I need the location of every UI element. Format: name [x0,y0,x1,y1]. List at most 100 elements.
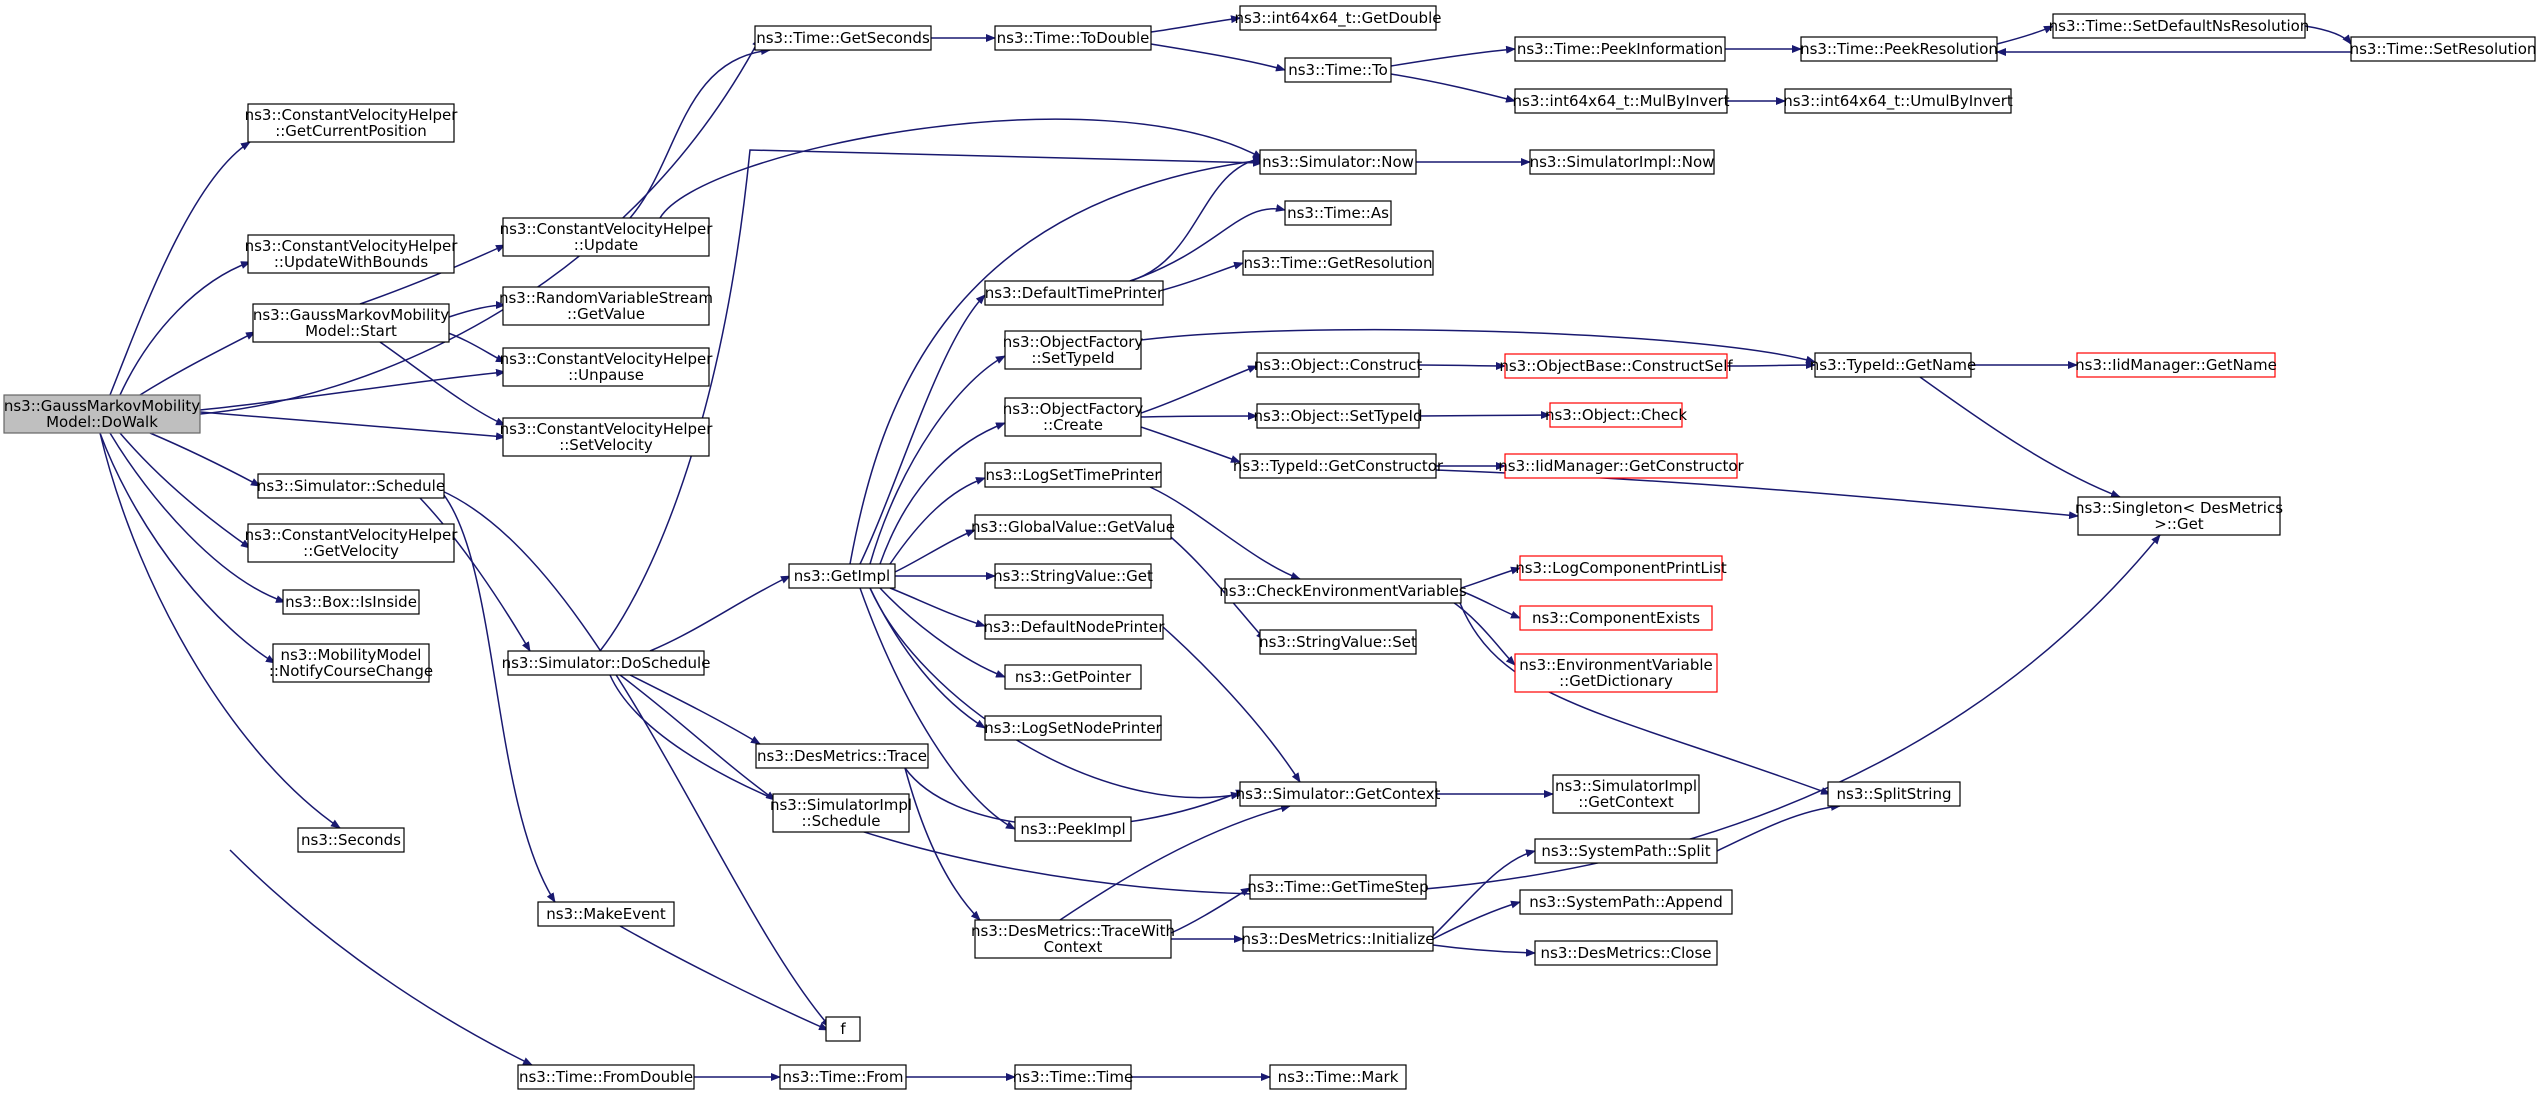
node-box [247,103,455,143]
node-cvh-setvel[interactable]: ns3::ConstantVelocityHelper::SetVelocity [500,417,714,457]
node-label: ::NotifyCourseChange [269,662,433,680]
node-mm-notify[interactable]: ns3::MobilityModel::NotifyCourseChange [269,643,433,683]
node-simimpl-schedule[interactable]: ns3::SimulatorImpl::Schedule [770,793,912,833]
node-sp-append[interactable]: ns3::SystemPath::Append [1519,889,1733,915]
node-box [974,514,1172,540]
node-box [1504,453,1738,479]
node-sim-getcontext[interactable]: ns3::Simulator::GetContext [1236,781,1441,807]
node-time-time[interactable]: ns3::Time::Time [1013,1064,1134,1090]
node-desm-initialize[interactable]: ns3::DesMetrics::Initialize [1242,926,1435,952]
node-seconds[interactable]: ns3::Seconds [297,827,405,853]
node-sim-schedule[interactable]: ns3::Simulator::Schedule [257,473,445,499]
node-env-getdict[interactable]: ns3::EnvironmentVariable::GetDictionary [1514,653,1718,693]
node-getpointer[interactable]: ns3::GetPointer [1004,664,1142,690]
node-time-mark[interactable]: ns3::Time::Mark [1269,1064,1407,1090]
node-time-getresolution[interactable]: ns3::Time::GetResolution [1242,250,1434,276]
node-rvs-getvalue[interactable]: ns3::RandomVariableStream::GetValue [499,286,713,326]
node-check-envvars[interactable]: ns3::CheckEnvironmentVariables [1219,578,1467,604]
node-sim-now[interactable]: ns3::Simulator::Now [1259,149,1417,175]
node-sp-split[interactable]: ns3::SystemPath::Split [1534,838,1718,864]
node-time-getseconds[interactable]: ns3::Time::GetSeconds [754,25,932,51]
node-cvh-unpause[interactable]: ns3::ConstantVelocityHelper::Unpause [500,347,714,387]
node-time-setres[interactable]: ns3::Time::SetResolution [2350,36,2537,62]
node-makeevent[interactable]: ns3::MakeEvent [537,901,675,927]
call-edge [1460,590,1521,619]
node-cvh-getcurpos[interactable]: ns3::ConstantVelocityHelper::GetCurrentP… [245,103,459,143]
node-time-todouble[interactable]: ns3::Time::ToDouble [994,25,1152,51]
node-of-create[interactable]: ns3::ObjectFactory::Create [1003,397,1144,437]
node-gv-getvalue[interactable]: ns3::GlobalValue::GetValue [971,514,1175,540]
node-time-setdefnsres[interactable]: ns3::Time::SetDefaultNsResolution [2049,13,2310,39]
node-label: ns3::SplitString [1837,785,1952,803]
node-iid-getconstructor[interactable]: ns3::IidManager::GetConstructor [1498,453,1745,479]
node-sv-set[interactable]: ns3::StringValue::Set [1259,629,1417,655]
node-label: ns3::Box::IsInside [285,593,417,611]
node-default-nodeprinter[interactable]: ns3::DefaultNodePrinter [984,614,1166,640]
node-label: ns3::SystemPath::Split [1541,842,1710,860]
node-splitstring[interactable]: ns3::SplitString [1827,781,1961,807]
node-box [1784,88,2012,114]
node-label: ns3::TypeId::GetConstructor [1233,457,1444,475]
node-time-peekinfo[interactable]: ns3::Time::PeekInformation [1514,36,1726,62]
node-log-setnodeprinter[interactable]: ns3::LogSetNodePrinter [984,715,1163,741]
node-label: ns3::int64x64_t::UmulByInvert [1783,92,2013,111]
call-edge [419,497,531,652]
node-time-fromdouble[interactable]: ns3::Time::FromDouble [517,1064,695,1090]
node-i64-getdouble[interactable]: ns3::int64x64_t::GetDouble [1235,5,1442,31]
node-label: ns3::DesMetrics::Trace [757,747,927,765]
node-box [1259,149,1417,175]
node-typeid-getname[interactable]: ns3::TypeId::GetName [1810,352,1976,378]
node-label: ns3::GetPointer [1015,668,1132,686]
node-sim-doschedule[interactable]: ns3::Simulator::DoSchedule [502,650,711,676]
node-time-gettimestep[interactable]: ns3::Time::GetTimeStep [1247,874,1429,900]
node-i64-mulbyinvert[interactable]: ns3::int64x64_t::MulByInvert [1513,88,1730,114]
node-time-peekres[interactable]: ns3::Time::PeekResolution [1800,36,1998,62]
node-singleton-get[interactable]: ns3::Singleton< DesMetrics>::Get [2075,496,2283,536]
node-label: ns3::SystemPath::Append [1529,893,1723,911]
call-edge [109,432,286,603]
node-log-settimeprinter[interactable]: ns3::LogSetTimePrinter [984,462,1162,488]
node-sv-get[interactable]: ns3::StringValue::Get [993,563,1153,589]
node-box [1519,605,1713,631]
node-of-settypeid[interactable]: ns3::ObjectFactory::SetTypeId [1003,330,1144,370]
node-comp-exists[interactable]: ns3::ComponentExists [1519,605,1713,631]
node-iid-getname[interactable]: ns3::IidManager::GetName [2075,352,2277,378]
node-obj-check[interactable]: ns3::Object::Check [1545,402,1687,428]
node-time-as[interactable]: ns3::Time::As [1284,200,1392,226]
node-log-printlist[interactable]: ns3::LogComponentPrintList [1515,555,1727,581]
node-time-from[interactable]: ns3::Time::From [779,1064,907,1090]
node-desm-close[interactable]: ns3::DesMetrics::Close [1534,940,1718,966]
node-label: Model::Start [305,322,397,340]
node-cvh-update[interactable]: ns3::ConstantVelocityHelper::Update [500,217,714,257]
node-time-to[interactable]: ns3::Time::To [1284,57,1392,83]
node-desm-trace[interactable]: ns3::DesMetrics::Trace [755,743,929,769]
node-i64-umulbyinvert[interactable]: ns3::int64x64_t::UmulByInvert [1783,88,2013,114]
node-simimpl-getcontext[interactable]: ns3::SimulatorImpl::GetContext [1552,774,1700,814]
node-cvh-updwb[interactable]: ns3::ConstantVelocityHelper::UpdateWithB… [245,234,459,274]
node-peekimpl[interactable]: ns3::PeekImpl [1014,816,1132,842]
node-obj-construct[interactable]: ns3::Object::Construct [1254,352,1423,378]
node-f[interactable]: f [825,1016,861,1042]
node-cvh-getvel[interactable]: ns3::ConstantVelocityHelper::GetVelocity [245,523,459,563]
node-box [1224,578,1462,604]
node-box [252,303,450,343]
node-simimpl-now[interactable]: ns3::SimulatorImpl::Now [1529,149,1715,175]
node-box-isinside[interactable]: ns3::Box::IsInside [282,589,420,615]
call-edge [1919,376,2121,498]
node-typeid-getconstructor[interactable]: ns3::TypeId::GetConstructor [1233,453,1444,479]
call-edge [139,331,256,396]
node-ob-constructself[interactable]: ns3::ObjectBase::ConstructSelf [1499,353,1733,379]
node-box [1284,57,1392,83]
node-box [1239,781,1437,807]
node-box [1004,397,1142,437]
node-label: ::GetContext [1578,793,1674,811]
node-obj-settypeid[interactable]: ns3::Object::SetTypeId [1254,403,1423,429]
node-default-timeprinter[interactable]: ns3::DefaultTimePrinter [984,280,1164,306]
node-label: ns3::IidManager::GetConstructor [1498,457,1744,475]
node-label: ns3::DefaultTimePrinter [985,284,1164,302]
node-getimpl[interactable]: ns3::GetImpl [788,563,896,589]
